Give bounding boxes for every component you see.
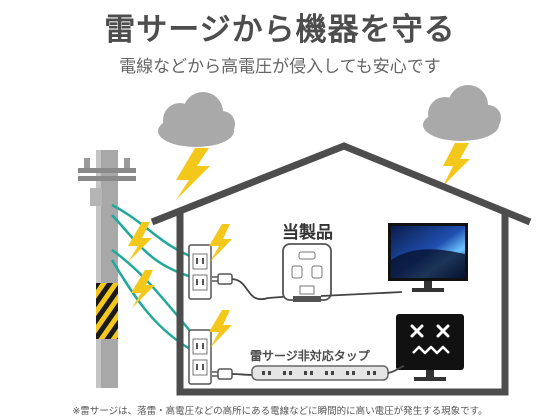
lightning-bolt-icon <box>128 222 152 262</box>
wall-outlet-icon <box>188 244 212 300</box>
wall-outlet-icon <box>188 329 212 385</box>
product-label: 当製品 <box>282 223 333 243</box>
lightning-bolt-icon <box>209 224 232 262</box>
surge-protector-icon <box>282 243 403 302</box>
footnote: ※雷サージは、落雷・高電圧などの高所にある電線などに瞬間的に高い電圧が発生する現… <box>72 406 488 417</box>
house-icon <box>150 142 532 396</box>
power-strip-icon <box>212 365 405 381</box>
lightning-bolt-icon <box>131 270 155 308</box>
monitor-icon <box>388 223 468 292</box>
lightning-bolt-icon <box>176 148 210 200</box>
unprotected-strip-label: 雷サージ非対応タップ <box>250 349 370 363</box>
cloud-icon <box>423 85 501 141</box>
page-title: 雷サージから機器を守る <box>104 12 456 48</box>
lightning-bolt-icon <box>443 143 470 186</box>
power-plug-icon <box>212 273 296 301</box>
lightning-bolt-icon <box>209 310 232 348</box>
broken-monitor-face-icon <box>396 314 464 381</box>
utility-pole-icon <box>78 150 136 388</box>
page-subtitle: 電線などから高電圧が侵入しても安心です <box>119 57 441 77</box>
cloud-icon <box>158 92 235 147</box>
